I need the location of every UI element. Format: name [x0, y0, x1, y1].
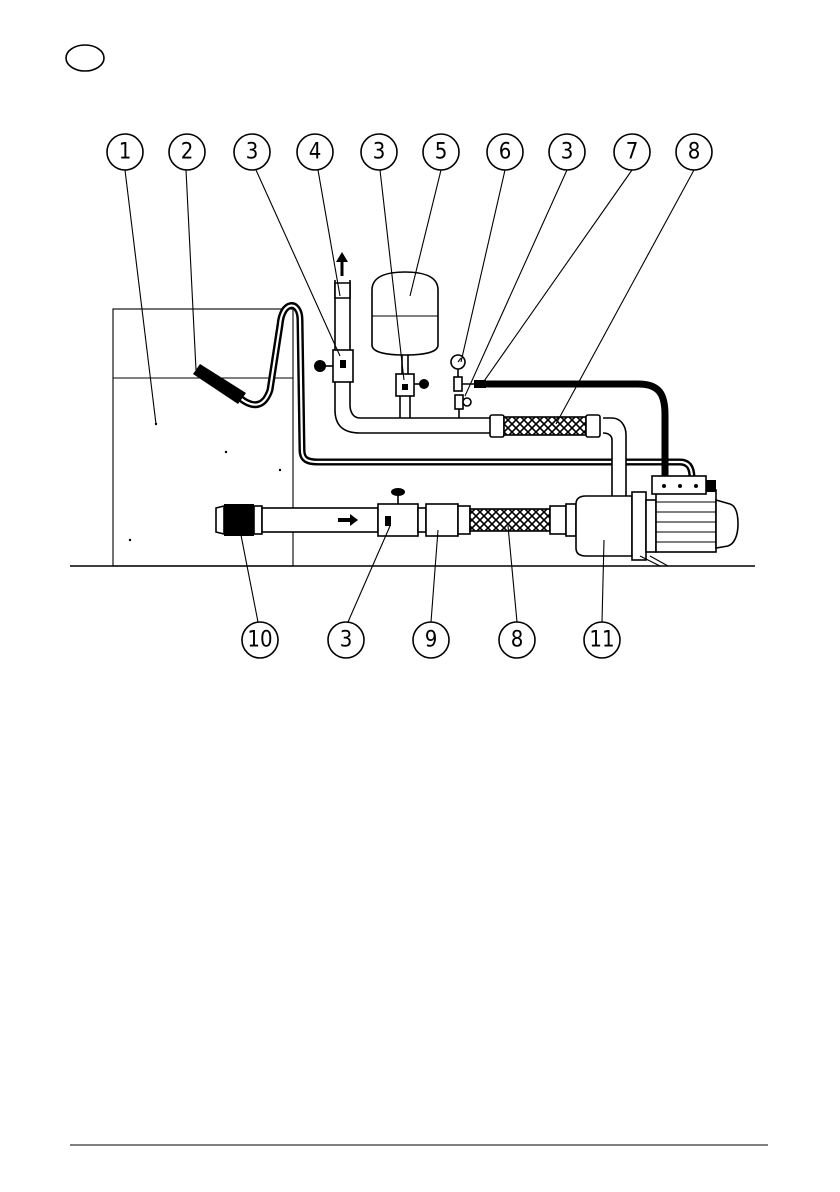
callout-3b: 3 [373, 140, 386, 165]
callout-3a: 3 [246, 140, 259, 165]
callout-3c: 3 [561, 140, 574, 165]
language-marker [66, 45, 104, 71]
suction-line [216, 488, 576, 536]
valve-upper-left [314, 350, 353, 382]
callout-5: 5 [435, 140, 448, 165]
callout-8b: 8 [511, 628, 524, 653]
callout-9: 9 [425, 628, 438, 653]
callout-11: 11 [589, 628, 614, 653]
callout-8: 8 [688, 140, 701, 165]
callout-4: 4 [309, 140, 322, 165]
callouts-bottom: 10 3 9 8 11 [242, 622, 620, 658]
callouts-top: 1 2 3 4 3 5 6 3 7 8 [107, 134, 712, 170]
callout-10: 10 [247, 628, 272, 653]
callout-3d: 3 [340, 628, 353, 653]
pump [576, 476, 738, 566]
manometer [451, 355, 486, 418]
leader-lines-bottom [240, 526, 604, 622]
callout-6: 6 [499, 140, 512, 165]
callout-7: 7 [626, 140, 639, 165]
callout-1: 1 [119, 140, 132, 165]
flex-hose-upper [490, 415, 600, 437]
expansion-vessel [372, 272, 438, 418]
callout-2: 2 [181, 140, 194, 165]
